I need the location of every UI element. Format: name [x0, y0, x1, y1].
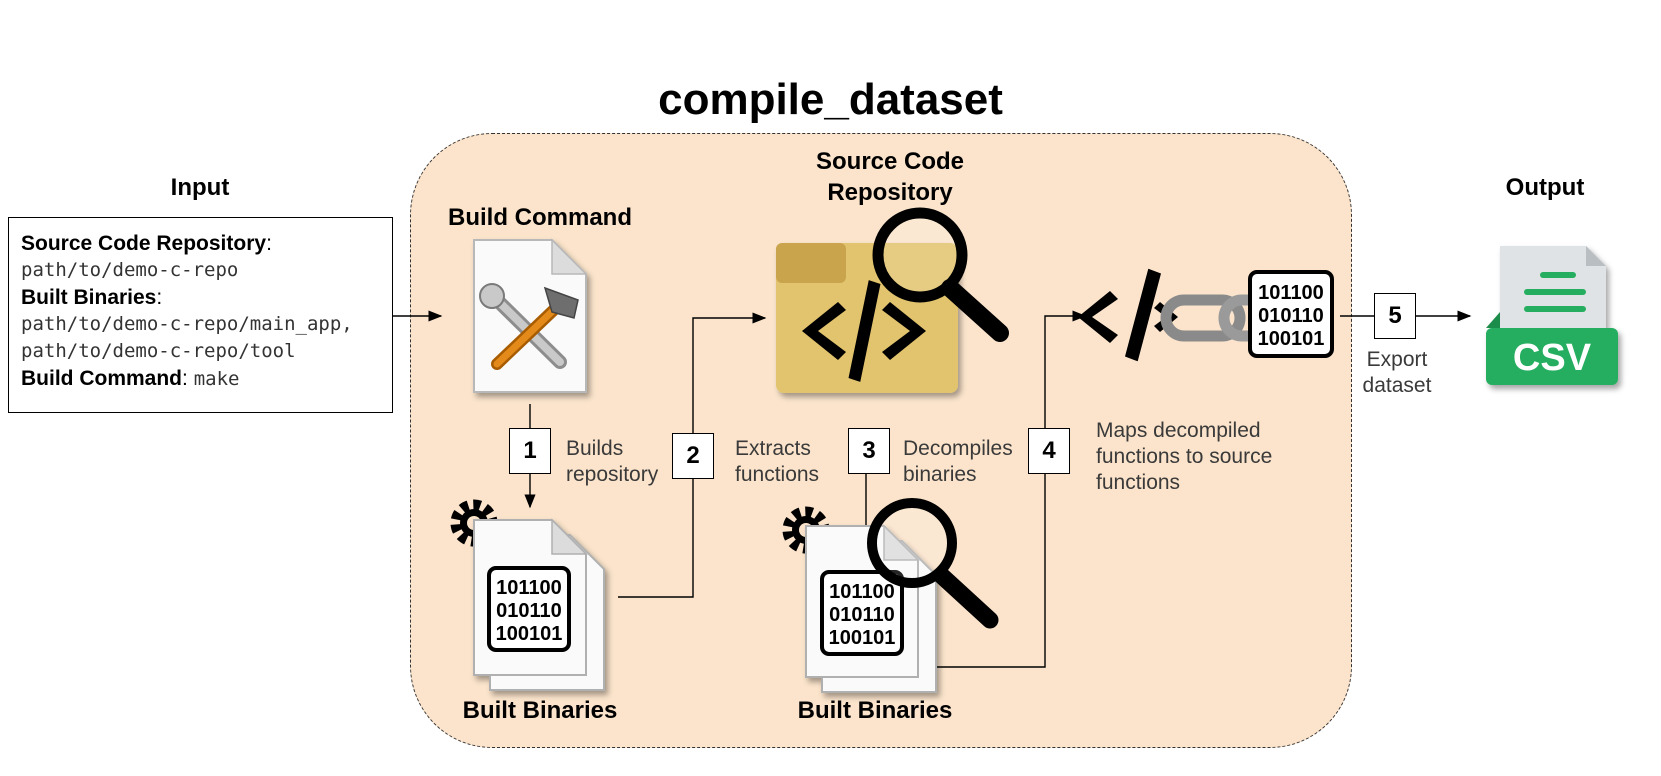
step-4-line3: functions — [1096, 471, 1181, 494]
step-3-box: 3 — [848, 428, 890, 474]
binary-row: 010110 — [829, 604, 895, 626]
step-4-line2: functions to source — [1096, 445, 1273, 468]
binaries-key: Built Binaries — [21, 286, 157, 309]
step-1-line1: Builds — [566, 437, 624, 460]
binary-row: 010110 — [496, 600, 562, 622]
source-repo-line1: Source Code — [815, 148, 965, 175]
wrench-hammer-glyph — [479, 283, 579, 370]
binary-row: 100101 — [496, 623, 563, 645]
step-5-label: Export dataset — [1352, 347, 1442, 399]
code-brackets-glyph — [802, 280, 926, 382]
step-1-line2: repository — [566, 463, 659, 486]
binary-row: 101100 — [496, 577, 562, 599]
colon: : — [156, 286, 163, 309]
colon: : — [266, 232, 272, 255]
step-5-line1: Export — [1366, 348, 1428, 371]
binary-row: 101100 — [829, 581, 895, 603]
step4-line-bottom — [935, 474, 1046, 668]
input-box: Source Code Repository: path/to/demo-c-r… — [8, 217, 393, 413]
step-3-line1: Decompiles — [903, 437, 1013, 460]
step-2-line1: Extracts — [735, 437, 811, 460]
step-3-label: Decompiles binaries — [903, 436, 1013, 488]
binary-row: 101100 — [1258, 282, 1324, 304]
binary-block-3: 101100 010110 100101 — [1248, 270, 1334, 358]
step-4-line1: Maps decompiled — [1096, 419, 1261, 442]
magnifier-icon — [867, 498, 999, 629]
built-binaries-label-1: Built Binaries — [462, 697, 618, 724]
binary-block-1: 101100 010110 100101 — [487, 566, 571, 652]
binary-row: 010110 — [1258, 305, 1324, 327]
magnifier-icon — [872, 207, 1009, 342]
diagram-title: compile_dataset — [658, 75, 1003, 124]
step-1-label: Builds repository — [566, 436, 658, 488]
step-5-box: 5 — [1374, 293, 1416, 339]
step2-arrow — [692, 312, 767, 433]
built-binaries-label-2: Built Binaries — [797, 697, 953, 724]
step-2-label: Extracts functions — [735, 436, 819, 488]
binary-block-2: 101100 010110 100101 — [820, 570, 904, 656]
step2-line-bottom — [618, 479, 694, 598]
colon: : — [182, 367, 188, 390]
source-repo-label: Source Code Repository — [760, 146, 1020, 208]
source-repo-line2: Repository — [827, 179, 953, 206]
step-5-line2: dataset — [1362, 374, 1432, 397]
binary-row: 100101 — [1258, 328, 1325, 350]
step-3-line2: binaries — [903, 463, 977, 486]
step-2-box: 2 — [672, 433, 714, 479]
binaries-value-2: path/to/demo-c-repo/tool — [21, 340, 296, 362]
step4-arrow — [1044, 310, 1087, 428]
csv-file-icon — [1486, 246, 1618, 385]
output-heading: Output — [1505, 174, 1585, 201]
binaries-value-1: path/to/demo-c-repo/main_app, — [21, 313, 353, 335]
build-command-label: Build Command — [448, 204, 632, 231]
step-4-label: Maps decompiled functions to source func… — [1096, 418, 1272, 496]
step-1-box: 1 — [509, 428, 551, 474]
input-heading: Input — [170, 174, 230, 201]
build-value: make — [193, 368, 240, 390]
step-2-line2: functions — [735, 463, 820, 486]
repo-key: Source Code Repository — [21, 232, 267, 255]
repo-value: path/to/demo-c-repo — [21, 259, 239, 281]
step-4-box: 4 — [1028, 428, 1070, 474]
build-key: Build Command — [21, 367, 182, 390]
binary-row: 100101 — [829, 627, 896, 649]
csv-label: CSV — [1513, 337, 1592, 379]
